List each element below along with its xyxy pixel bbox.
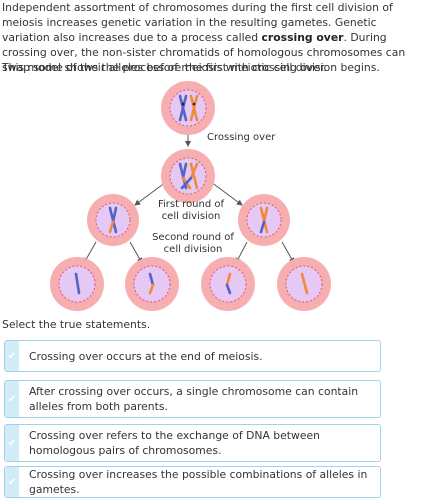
chromosome-orange [189,94,199,122]
intro-text-2: . During crossing over, the non-sister c… [2,31,406,74]
arrow-right-division [210,181,243,206]
option-3[interactable]: ✔ Crossing over refers to the exchange o… [4,424,381,462]
gamete-1 [50,257,104,311]
option-text: Crossing over increases the possible com… [29,468,368,496]
intro-text-1: Independent assortment of chromosomes du… [2,1,393,44]
gamete-3 [201,257,255,311]
checkmark-icon: ✔ [5,467,19,497]
arrow-lr [129,241,143,264]
option-4[interactable]: ✔ Crossing over increases the possible c… [4,466,381,498]
crossover-segment [180,176,193,190]
label-first-round-1: First round of [158,199,225,210]
intro-paragraph: Independent assortment of chromosomes du… [2,0,422,75]
option-text: Crossing over occurs at the end of meios… [29,349,263,363]
blue-segment [259,220,266,234]
arrow-left-division [134,181,167,206]
label-second-round-1: Second round of [152,232,234,243]
arrow-rr [281,241,295,264]
option-text: Crossing over refers to the exchange of … [29,429,320,457]
checkmark-icon: ✔ [5,425,19,461]
meiosis-diagram: Crossing over First round of cell divisi… [50,81,331,311]
cell-parent [161,81,215,135]
chromosome-orange [259,206,269,234]
chromosome-blue [178,94,188,122]
checkmark-icon: ✔ [5,381,19,417]
cell-crossing-over [161,149,215,203]
checkmark-icon: ✔ [5,341,19,371]
option-text: After crossing over occurs, a single chr… [29,385,359,413]
intro-bold-term: crossing over [261,31,344,44]
question-prompt: Select the true statements. [2,318,151,331]
chromosome-orange [189,162,199,190]
gamete-4 [277,257,331,311]
label-crossing-over: Crossing over [207,132,276,143]
cell-first-division-left [87,194,139,246]
model-description: This model shows the process of meiosis … [2,61,327,74]
gamete-2 [125,257,179,311]
orange-segment [108,220,115,234]
chromosome-blue [108,206,118,234]
label-second-round-2: cell division [164,244,223,255]
option-1[interactable]: ✔ Crossing over occurs at the end of mei… [4,340,381,372]
label-first-round-2: cell division [162,211,221,222]
option-2[interactable]: ✔ After crossing over occurs, a single c… [4,380,381,418]
cell-first-division-right [238,194,290,246]
